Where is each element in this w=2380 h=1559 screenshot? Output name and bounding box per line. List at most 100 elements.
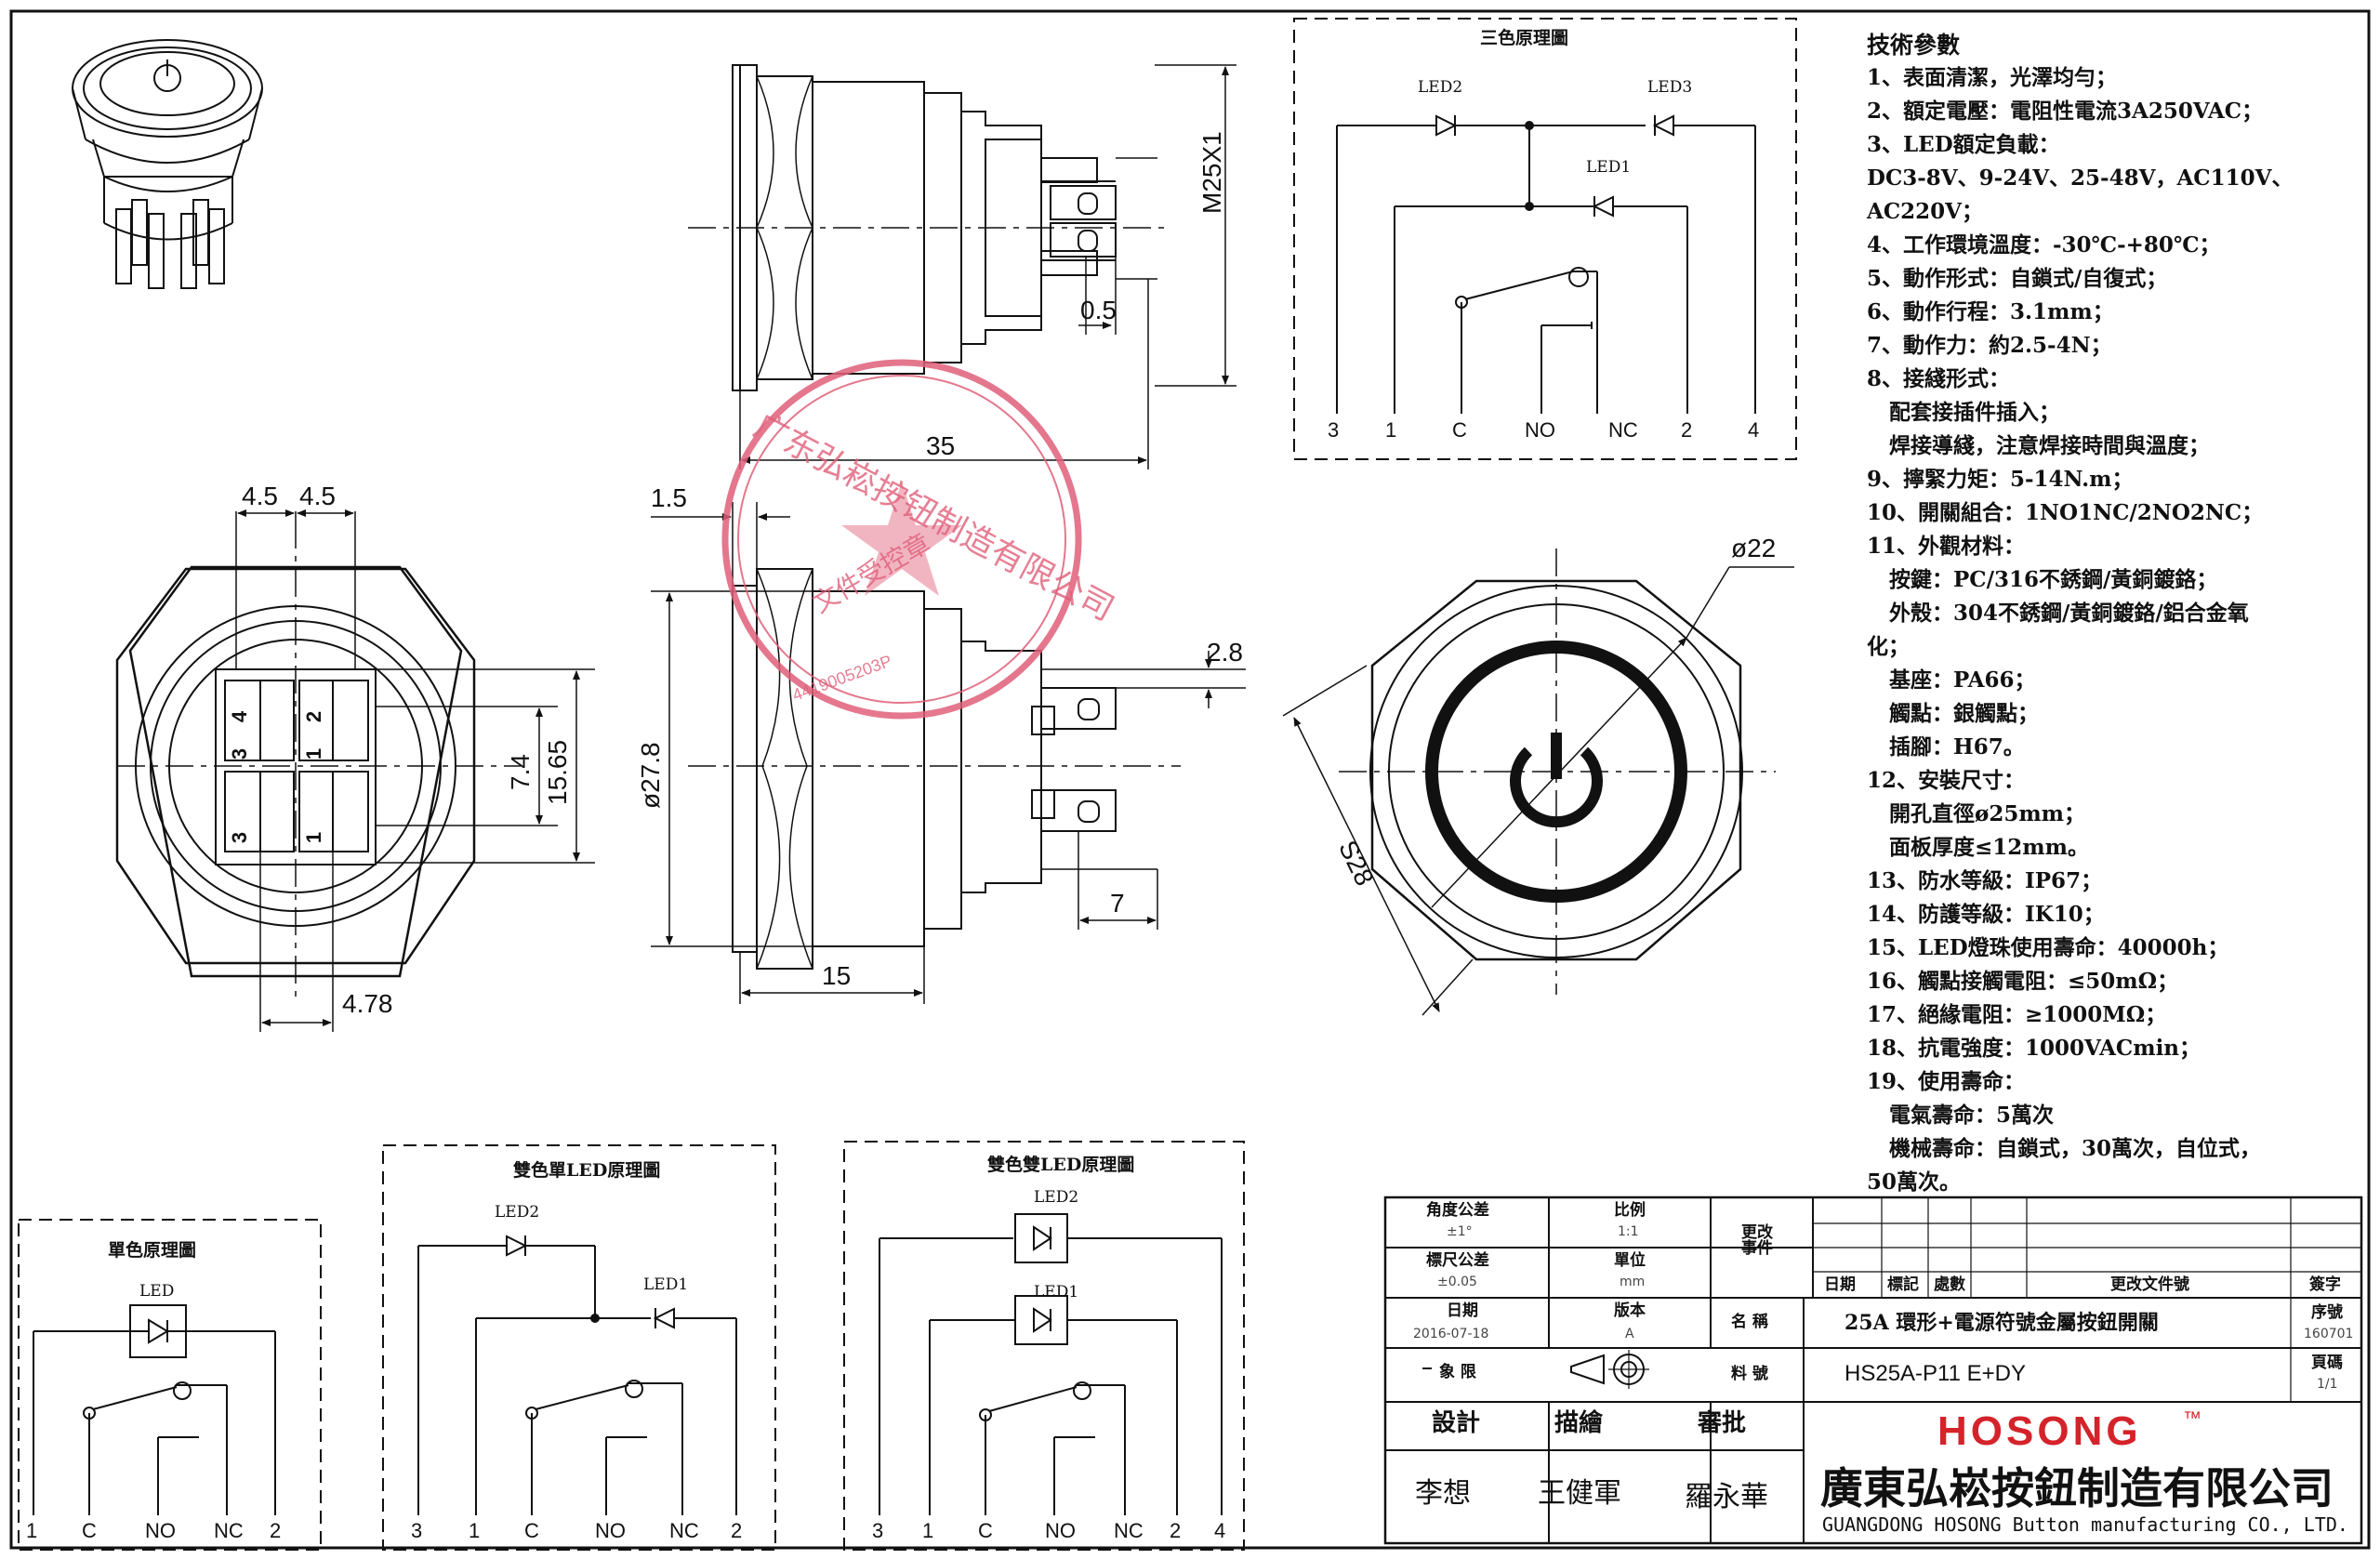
terminal-mark: 3 [228, 747, 252, 760]
serial-value: 160701 [2304, 1327, 2354, 1341]
spec-line: 化； [1867, 634, 1910, 659]
spec-panel: 技術參數 1、表面清潔，光澤均勻；2、額定電壓：電阻性電流3A250VAC；3、… [1867, 33, 2360, 1193]
spec-line: 14、防護等級：IK10； [1867, 902, 2105, 927]
spec-line: 6、動作行程：3.1mm； [1867, 299, 2114, 324]
change-event-label: 更改事件 [1741, 1223, 1773, 1258]
dim-label: 15 [822, 961, 852, 990]
spec-line: 11、外觀材料： [1867, 534, 2026, 559]
bottom-view [128, 565, 463, 978]
drafter-name: 王健軍 [1538, 1478, 1621, 1509]
spec-line: 17、絕緣電阻：≥1000MΩ； [1867, 1002, 2167, 1027]
pin-label: C [978, 1519, 993, 1542]
part-no-label: 料 號 [1731, 1365, 1768, 1383]
spec-line: 面板厚度≤12mm。 [1889, 835, 2089, 860]
led3-label: LED3 [1647, 78, 1693, 97]
pin-label: NC [669, 1519, 699, 1542]
designer-name: 李想 [1415, 1478, 1471, 1509]
unit-value: mm [1620, 1275, 1646, 1289]
control-stamp [721, 359, 1082, 720]
spec-line: 2、額定電壓：電阻性電流3A250VAC； [1867, 99, 2264, 124]
thread-dim: M25X1 [1197, 131, 1226, 214]
spec-line: 10、開關組合：1NO1NC/2NO2NC； [1867, 500, 2264, 525]
scale-label: 比例 [1614, 1201, 1646, 1220]
pin-label: 2 [1681, 418, 1693, 442]
pin-label: C [524, 1519, 539, 1542]
led1-label: LED1 [1034, 1283, 1079, 1301]
version-label: 版本 [1614, 1301, 1646, 1320]
pin-label: NO [1525, 418, 1555, 442]
sheet-border [9, 9, 2371, 1550]
product-name: 25A 環形+電源符號金屬按鈕開關 [1844, 1311, 2159, 1335]
unit-label: 單位 [1614, 1251, 1646, 1270]
trademark-mark: ™ [2183, 1408, 2202, 1429]
pin-label: 2 [270, 1519, 282, 1542]
spec-line: 觸點：銀觸點； [1889, 701, 2039, 726]
three-color-circuit [1336, 114, 1756, 414]
pin-label: NO [595, 1519, 626, 1542]
spec-line: 基座：PA66； [1889, 667, 2036, 693]
serial-label: 序號 [2311, 1303, 2343, 1322]
pin-label: 1 [26, 1519, 38, 1542]
pin-label: 1 [922, 1519, 934, 1542]
terminal-mark: 1 [302, 747, 326, 760]
spec-line: 15、LED燈珠使用壽命：40000h； [1867, 935, 2229, 960]
pin-label: 4 [1214, 1519, 1226, 1542]
dim-label: 35 [926, 431, 956, 460]
date-label: 日期 [1447, 1301, 1478, 1320]
pin-label: 2 [731, 1519, 743, 1542]
side-view-middle [688, 568, 1181, 970]
pin-label: NC [1608, 418, 1638, 442]
dim-label: 15.65 [543, 739, 572, 805]
led2-label: LED2 [1418, 78, 1463, 97]
isometric-view [72, 39, 263, 289]
front-view [1339, 548, 1776, 995]
brand-logo: HOSONG [1937, 1408, 2142, 1454]
spec-line: 1、表面清潔，光澤均勻； [1867, 65, 2118, 90]
angle-tol-value: ±1° [1447, 1224, 1473, 1239]
pin-label: NC [1114, 1519, 1144, 1542]
dim-label: 7 [1110, 889, 1125, 918]
name-label: 名 稱 [1731, 1313, 1768, 1331]
terminal-mark: 1 [302, 831, 326, 844]
spec-line: AC220V； [1867, 199, 1984, 224]
scale-value: 1:1 [1618, 1224, 1639, 1239]
date-value: 2016-07-18 [1413, 1327, 1489, 1341]
dim-label: ø27.8 [636, 742, 665, 809]
terminal-mark: 4 [228, 710, 252, 723]
pin-label: NO [145, 1519, 176, 1542]
spec-line: 外殼：304不銹鋼/黃銅鍍鉻/鋁合金氧 [1889, 601, 2249, 626]
dim-label: 4.78 [342, 989, 393, 1018]
change-col-date: 日期 [1824, 1275, 1856, 1294]
change-col-count: 處數 [1934, 1275, 1965, 1294]
bicolor-dual-led-circuit [879, 1213, 1223, 1515]
spec-line: 7、動作力：約2.5-4N； [1867, 333, 2112, 358]
spec-line: 8、接綫形式： [1867, 366, 2011, 391]
dim-label: 2.8 [1207, 638, 1243, 667]
terminal-mark: 3 [228, 831, 252, 844]
change-col-docno: 更改文件號 [2110, 1275, 2189, 1294]
dim-label: 4.5 [299, 482, 336, 510]
pin-label: 3 [872, 1519, 884, 1542]
spec-line: 電氣壽命：5萬次 [1889, 1103, 2055, 1128]
company-name-en: GUANGDONG HOSONG Button manufacturing CO… [1822, 1513, 2348, 1536]
pin-label: C [1452, 418, 1467, 442]
bottom-view-hex [112, 569, 483, 965]
spec-line: DC3-8V、9-24V、25-48V，AC110V、 [1867, 165, 2294, 191]
single-color-title: 單色原理圖 [108, 1240, 197, 1261]
led1-label: LED1 [643, 1275, 689, 1294]
bicolor-single-led-circuit [417, 1235, 737, 1515]
spec-line: 18、抗電強度：1000VACmin； [1867, 1036, 2202, 1061]
pin-label: 2 [1170, 1519, 1182, 1542]
single-color-circuit [33, 1304, 276, 1515]
led1-label: LED1 [1586, 158, 1632, 177]
pin-label: 3 [411, 1519, 423, 1542]
terminal-mark: 2 [302, 710, 326, 723]
spec-line: 3、LED額定負載： [1867, 132, 2060, 157]
dim-label: ø22 [1731, 534, 1777, 562]
spec-line: 開孔直徑ø25mm； [1889, 801, 2086, 826]
pin-label: 4 [1748, 418, 1760, 442]
spec-line: 50萬次。 [1867, 1169, 1962, 1195]
spec-line: 焊接導綫，注意焊接時間與溫度； [1889, 433, 2210, 458]
angle-tol-label: 角度公差 [1426, 1201, 1489, 1220]
spec-line: 5、動作形式：自鎖式/自復式； [1867, 266, 2168, 291]
